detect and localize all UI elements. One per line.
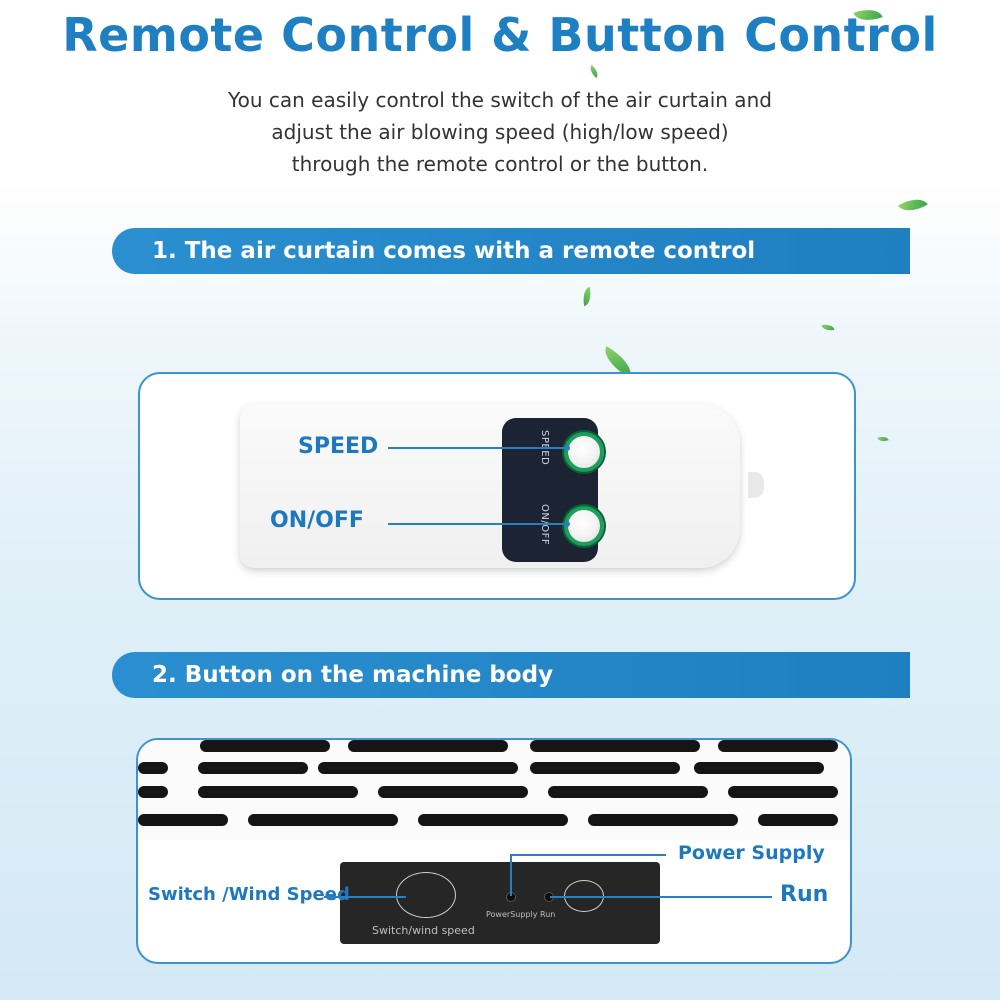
vent-slot xyxy=(348,740,508,752)
vent-slot xyxy=(418,814,568,826)
vent-slot xyxy=(588,814,738,826)
page-title: Remote Control & Button Control xyxy=(62,8,938,62)
intro-text: You can easily control the switch of the… xyxy=(150,84,850,180)
speed-leader-line xyxy=(388,447,566,449)
vent-slot xyxy=(548,786,708,798)
section-1-heading: 1. The air curtain comes with a remote c… xyxy=(112,228,910,274)
vent-slot xyxy=(198,786,358,798)
switch-wind-speed-label: Switch /Wind Speed xyxy=(148,884,350,905)
vent-slot xyxy=(758,814,838,826)
power-leader-horizontal xyxy=(510,854,666,856)
leaf-icon xyxy=(581,286,593,307)
switch-wind-speed-button[interactable] xyxy=(396,872,456,918)
onoff-leader-line xyxy=(388,523,566,525)
onoff-leader-dot xyxy=(564,521,570,527)
leaf-icon xyxy=(898,192,928,218)
power-supply-label: Power Supply xyxy=(678,842,825,864)
onoff-callout-label: ON/OFF xyxy=(270,508,364,533)
panel-run-text: Run xyxy=(540,910,556,919)
vent-slot xyxy=(138,786,168,798)
section-2-heading: 2. Button on the machine body xyxy=(112,652,910,698)
panel-power-text: PowerSupply xyxy=(486,910,538,919)
machine-panel: Switch/wind speed PowerSupply Run Switch… xyxy=(136,738,852,964)
run-leader-line xyxy=(550,896,772,898)
intro-line-1: You can easily control the switch of the… xyxy=(228,88,772,112)
remote-control-body xyxy=(240,404,740,568)
vent-slot xyxy=(138,814,228,826)
power-leader-vertical xyxy=(510,854,512,896)
intro-line-3: through the remote control or the button… xyxy=(291,152,709,176)
vent-slot xyxy=(694,762,824,774)
vent-slot xyxy=(378,786,528,798)
speed-button-icon[interactable] xyxy=(564,432,604,472)
speed-callout-label: SPEED xyxy=(298,434,379,459)
vent-slot xyxy=(318,762,518,774)
speed-leader-dot xyxy=(564,445,570,451)
intro-line-2: adjust the air blowing speed (high/low s… xyxy=(271,120,729,144)
remote-panel: SPEED ON/OFF SPEED ON/OFF xyxy=(138,372,856,600)
vent-slot xyxy=(728,786,838,798)
vent-slot xyxy=(530,762,680,774)
remote-tab xyxy=(748,472,764,498)
vent-grille xyxy=(138,740,850,840)
run-label: Run xyxy=(780,882,829,907)
vent-slot xyxy=(718,740,838,752)
panel-switch-text: Switch/wind speed xyxy=(372,924,475,937)
leaf-icon xyxy=(821,323,835,332)
vent-slot xyxy=(200,740,330,752)
onoff-button-icon[interactable] xyxy=(564,506,604,546)
vent-slot xyxy=(198,762,308,774)
vent-slot xyxy=(138,762,168,774)
vent-slot xyxy=(530,740,700,752)
machine-control-panel: Switch/wind speed PowerSupply Run xyxy=(340,862,660,944)
leaf-icon xyxy=(587,64,601,79)
leaf-icon xyxy=(877,434,889,444)
switch-leader-line xyxy=(324,896,406,898)
vent-slot xyxy=(248,814,398,826)
